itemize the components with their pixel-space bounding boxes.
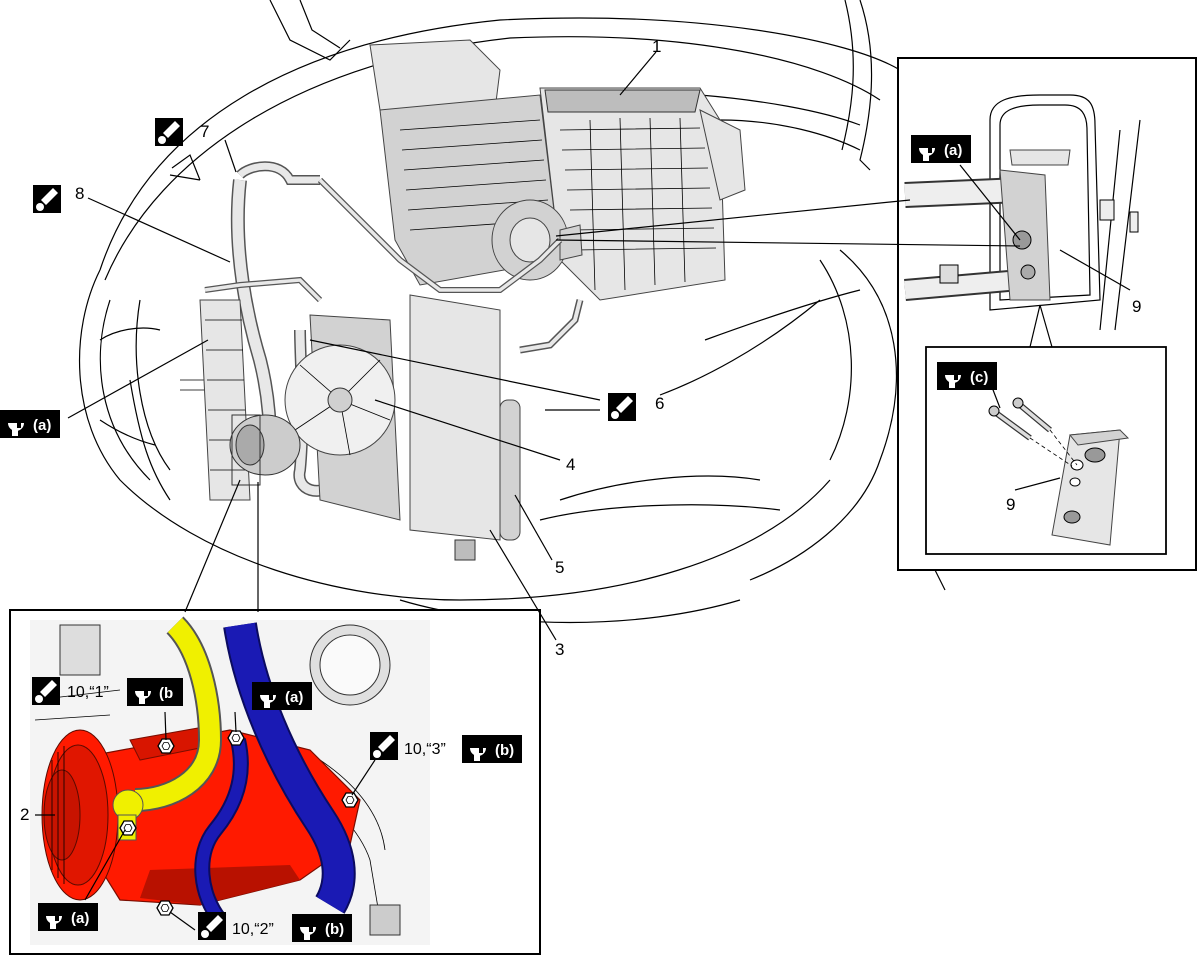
cooling-fan bbox=[284, 314, 401, 521]
compressor-bolt-3 bbox=[341, 792, 359, 808]
radiator bbox=[199, 299, 251, 501]
wrench-icon bbox=[292, 914, 326, 942]
grease-icon bbox=[33, 185, 61, 213]
callout-9-upper: 9 bbox=[1132, 297, 1141, 316]
wrench-icon bbox=[127, 678, 161, 706]
hvac-unit bbox=[369, 39, 746, 301]
callout-8: 8 bbox=[75, 184, 84, 203]
inset-expansion-valve-photo bbox=[904, 94, 1141, 331]
grease-icon bbox=[608, 393, 636, 421]
wrench-icon bbox=[0, 410, 34, 438]
torque-badges: (a) (a) (c) (a) (b (b) (b) (a) bbox=[0, 135, 997, 942]
wrench-icon bbox=[462, 735, 496, 763]
wrench-icon bbox=[937, 362, 971, 390]
torque-badge-a-left: (a) bbox=[33, 417, 51, 434]
grease-icon bbox=[155, 118, 183, 146]
compressor-small bbox=[229, 414, 301, 486]
callout-2: 2 bbox=[20, 805, 29, 824]
grease-label-2: 10,“2” bbox=[232, 921, 274, 938]
wrench-icon bbox=[252, 682, 286, 710]
torque-badge-a-compressor-top: (a) bbox=[285, 689, 303, 706]
leader-lines bbox=[35, 51, 1131, 931]
grease-quantity-labels: 10,“1” 10,“3” 10,“2” bbox=[67, 684, 446, 938]
callout-labels: 1 2 3 4 5 6 7 8 9 9 bbox=[20, 37, 1141, 824]
callout-1: 1 bbox=[652, 37, 661, 56]
condenser bbox=[409, 294, 521, 561]
discharge-hose-bolt bbox=[227, 730, 245, 746]
wrench-icon bbox=[911, 135, 945, 163]
torque-badge-b-compressor-top: (b bbox=[159, 685, 173, 702]
grease-label-3: 10,“3” bbox=[404, 741, 446, 758]
callout-4: 4 bbox=[566, 455, 575, 474]
callout-7: 7 bbox=[200, 122, 209, 141]
grease-label-1: 10,“1” bbox=[67, 684, 109, 701]
wrench-icon bbox=[38, 903, 72, 931]
torque-badge-a-compressor-bottom: (a) bbox=[71, 910, 89, 927]
callout-5: 5 bbox=[555, 558, 564, 577]
compressor-bolt-1 bbox=[157, 738, 175, 754]
torque-badge-a-upper-inset: (a) bbox=[944, 142, 962, 159]
callout-3: 3 bbox=[555, 640, 564, 659]
expansion-valve-detail bbox=[988, 397, 1130, 546]
suction-hose-bolt bbox=[119, 820, 137, 836]
callout-9-lower: 9 bbox=[1006, 495, 1015, 514]
grease-icon bbox=[198, 912, 226, 940]
torque-badge-b-compressor-bottom: (b) bbox=[325, 921, 344, 938]
grease-icon bbox=[32, 677, 60, 705]
torque-badge-b-compressor-right: (b) bbox=[495, 742, 514, 759]
grease-icon bbox=[370, 732, 398, 760]
torque-badge-c: (c) bbox=[970, 369, 988, 386]
callout-6: 6 bbox=[655, 394, 664, 413]
inset-compressor-photo bbox=[30, 616, 430, 945]
